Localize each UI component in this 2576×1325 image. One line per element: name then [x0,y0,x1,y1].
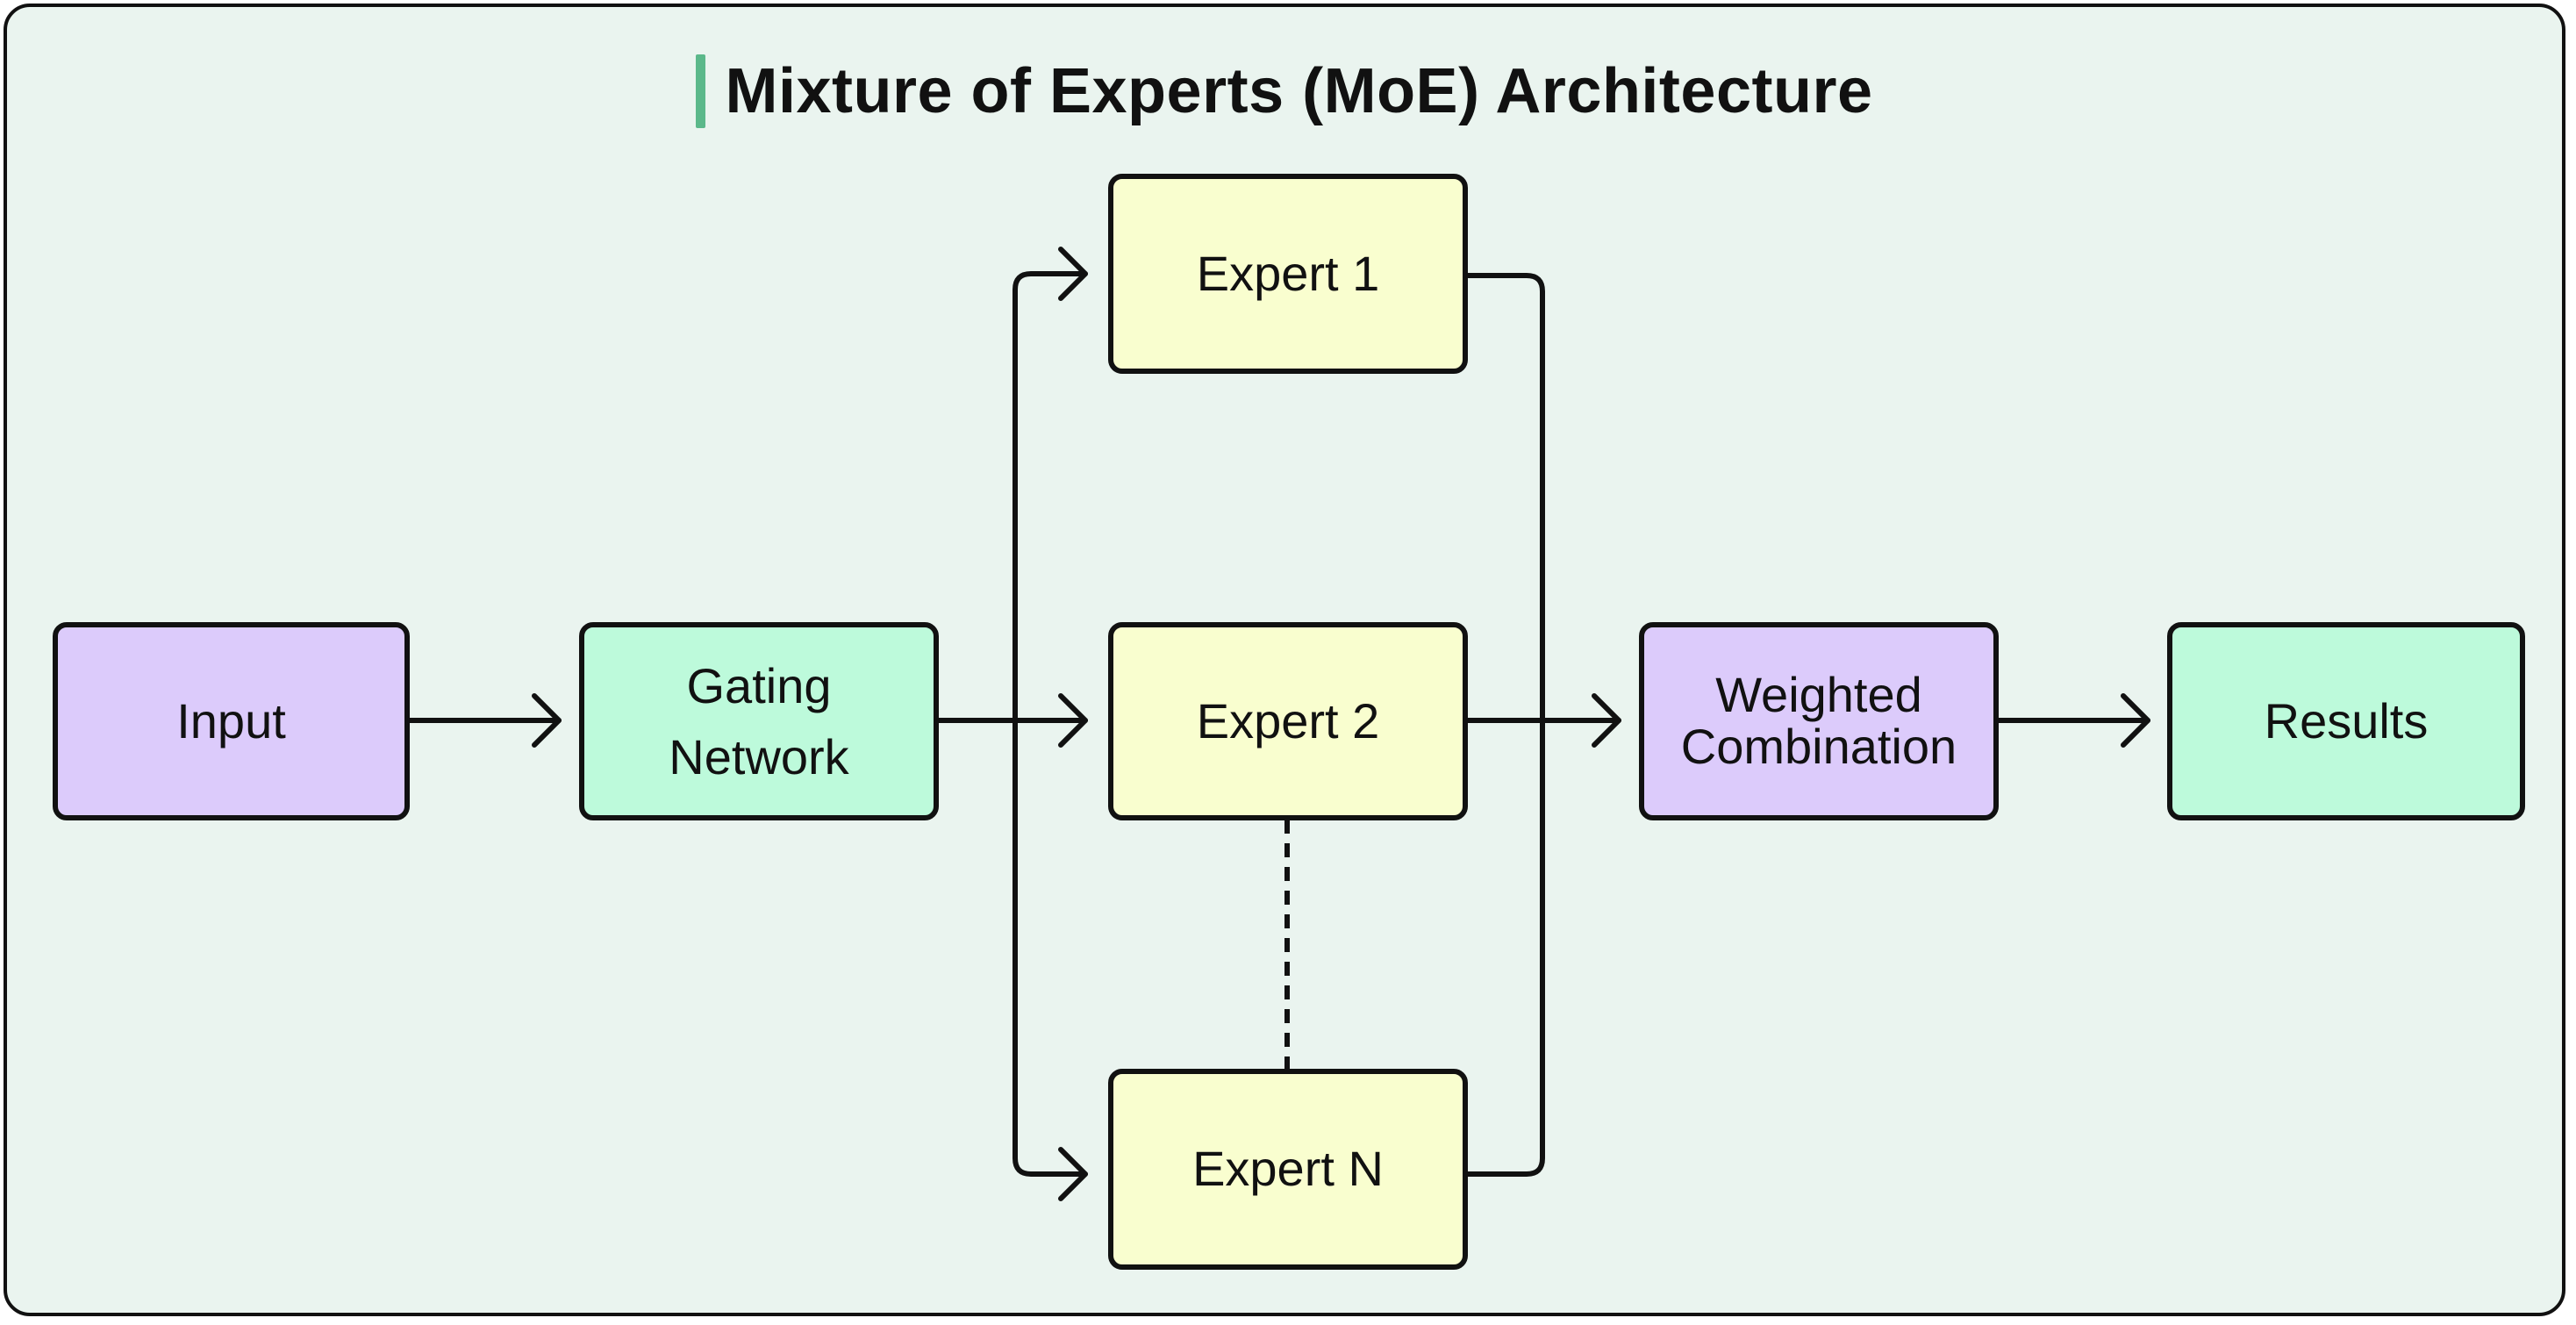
gating-network-node-label: Gating Network [669,657,849,784]
gating-network-node: Gating Network [579,622,939,820]
weighted-combination-node: Weighted Combination [1639,622,1999,820]
title-accent-bar [696,54,706,128]
arrowhead-expert-n [1058,1147,1088,1201]
arrowhead-gating [532,693,562,748]
expert-1-node-label: Expert 1 [1196,245,1380,301]
arrowhead-results [2121,693,2150,748]
input-node: Input [53,622,410,820]
edge-gating-to-expert-n [1013,718,1088,1177]
edge-gating-to-expert-1 [1013,271,1088,723]
weighted-combination-node-label: Weighted Combination [1680,667,1957,774]
edge-expert-n-to-combiner [1464,718,1545,1177]
expert-n-node: Expert N [1108,1069,1468,1270]
arrowhead-expert-2 [1058,693,1088,748]
arrowhead-expert-1 [1058,247,1088,301]
expert-n-node-label: Expert N [1192,1141,1384,1197]
expert-2-node-label: Expert 2 [1196,692,1380,748]
edge-expert-1-to-combiner [1464,273,1545,723]
results-node: Results [2167,622,2525,820]
results-node-label: Results [2264,692,2429,748]
arrowhead-combiner [1592,693,1621,748]
expert-1-node: Expert 1 [1108,174,1468,374]
input-node-label: Input [176,692,286,748]
title-bar: Mixture of Experts (MoE) Architecture [7,49,2562,133]
expert-2-node: Expert 2 [1108,622,1468,820]
diagram-title: Mixture of Experts (MoE) Architecture [725,56,1873,126]
